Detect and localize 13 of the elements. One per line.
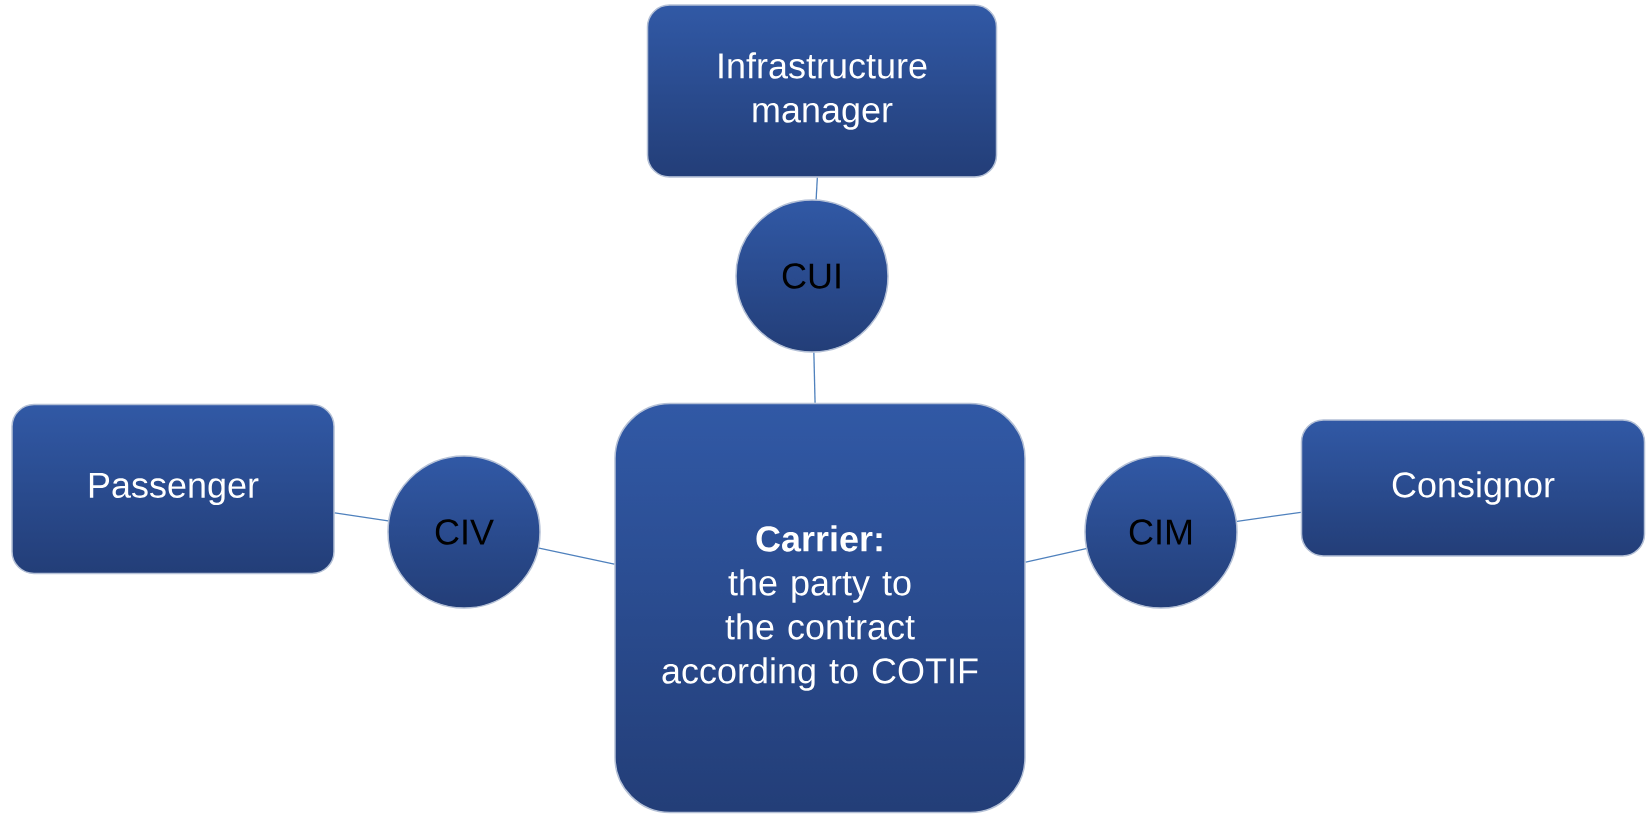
rounded-box: Infrastructure manager [646,4,998,178]
connector-line [1025,548,1087,563]
circle-node: CUI [735,199,889,353]
connector-line [815,177,818,200]
circle-node: CIV [387,455,541,609]
rounded-box: Consignor [1300,419,1646,557]
connector-line [813,352,816,404]
rounded-box: Passenger [11,403,335,575]
circle-node: CIM [1084,455,1238,609]
connector-line [538,547,615,565]
rounded-box: Carrier: the party to the contract according to COTIF [614,402,1026,814]
connector-line [1236,511,1302,522]
connector-line [334,512,389,522]
